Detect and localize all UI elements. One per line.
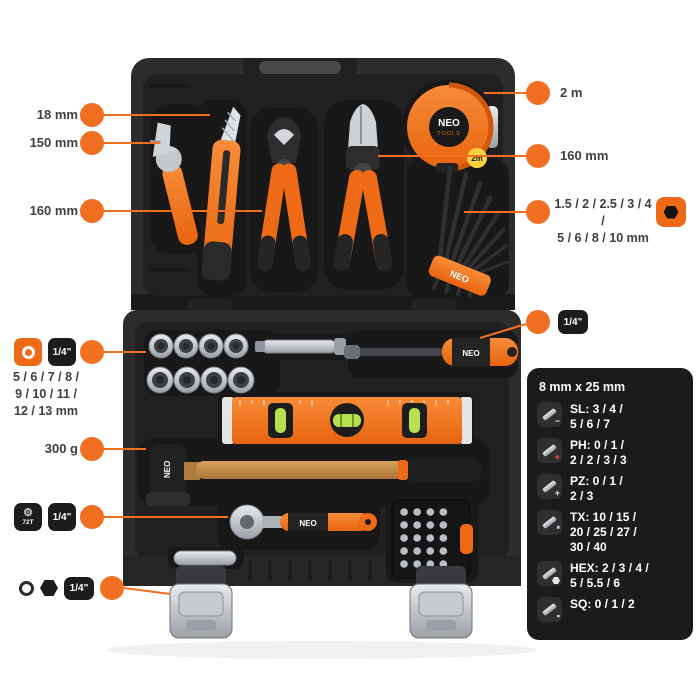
socket-ring-icon: [21, 345, 35, 359]
bits-row-hex: HEX: 2 / 3 / 4 / 5 / 5.5 / 6: [537, 561, 683, 591]
teeth-count-label: 72T: [22, 519, 34, 526]
case-shadow: [107, 641, 537, 659]
ratchet-gear-badge: ⚙ 72T: [14, 503, 42, 531]
tape-length-badge-text: 2m: [471, 154, 483, 163]
hammer-weight-label: 300 g: [44, 441, 78, 456]
gear-icon: ⚙: [23, 507, 33, 519]
bits-row-hex-text: HEX: 2 / 3 / 4 / 5 / 5.5 / 6: [570, 561, 649, 590]
tape-brand-text: NEO: [438, 118, 460, 129]
sockets-drive-label: 1/4": [48, 338, 76, 366]
tx-bit-icon: *: [537, 510, 562, 535]
spirit-level: [222, 397, 472, 444]
socket-drive-icon: [14, 338, 42, 366]
bits-row-sl: − SL: 3 / 4 / 5 / 6 / 7: [537, 402, 683, 432]
callout-dots: [80, 81, 550, 600]
sq-bit-icon: ▪: [537, 597, 562, 622]
hex-profile-icon: [663, 205, 679, 219]
tape-measure: NEO TOOLS 2m: [407, 82, 498, 173]
ratchet: NEO: [229, 504, 377, 540]
hex-key-sizes-label: 1.5 / 2 / 2.5 / 3 / 4 / 5 / 6 / 8 / 10 m…: [554, 197, 652, 245]
bits-row-ph-text: PH: 0 / 1 / 2 / 2 / 3 / 3: [570, 438, 627, 467]
pliers-length-label: 160 mm: [560, 148, 609, 163]
spinner-bar: [173, 550, 237, 566]
callout-lines: [104, 92, 527, 595]
socket-sizes-label: 5 / 6 / 7 / 8 / 9 / 10 / 11 / 12 / 13 mm: [12, 370, 79, 418]
tape-length-label: 2 m: [560, 85, 583, 100]
bit-socket-icon: [19, 581, 34, 596]
bits-spec-panel: 8 mm x 25 mm − SL: 3 / 4 / 5 / 6 / 7 + P…: [527, 368, 693, 640]
bits-size-title: 8 mm x 25 mm: [539, 380, 626, 394]
bits-row-sl-text: SL: 3 / 4 / 5 / 6 / 7: [570, 402, 623, 431]
bits-row-tx-text: TX: 10 / 15 / 20 / 25 / 27 / 30 / 40: [570, 510, 637, 554]
hex-bit-icon: [537, 561, 562, 586]
sl-bit-icon: −: [537, 402, 562, 427]
ph-bit-icon: +: [537, 438, 562, 463]
ratchet-drive-label: 1/4": [48, 503, 76, 531]
tape-length-badge: [467, 148, 487, 168]
screwdriver-brand-text: NEO: [462, 349, 479, 358]
extension-bar: [255, 338, 346, 355]
hammer-brand-text: NEO: [163, 461, 172, 478]
tape-brand-sub-text: TOOLS: [437, 131, 461, 137]
latch-left: [169, 566, 233, 639]
wrench-length-label: 150 mm: [29, 135, 78, 150]
socket-set: [146, 333, 255, 394]
screwdriver: NEO: [344, 338, 518, 366]
pz-bit-icon: +: [537, 474, 562, 499]
bits-row-ph: + PH: 0 / 1 / 2 / 2 / 3 / 3: [537, 438, 683, 468]
bits-row-tx: * TX: 10 / 15 / 20 / 25 / 27 / 30 / 40: [537, 510, 683, 555]
adjustable-wrench: [149, 122, 198, 245]
bits-tray: [391, 499, 473, 579]
knife-width-label: 18 mm: [36, 107, 78, 122]
ratchet-brand-text: NEO: [299, 519, 316, 528]
hex-profile-badge: [656, 197, 686, 227]
latch-right: [409, 566, 473, 639]
diagonal-pliers: [257, 117, 311, 271]
bits-row-pz: + PZ: 0 / 1 / 2 / 3: [537, 474, 683, 504]
bits-row-pz-text: PZ: 0 / 1 / 2 / 3: [570, 474, 623, 503]
combination-pliers: [334, 104, 392, 270]
screwdriver-drive-label: 1/4": [558, 310, 588, 334]
hammer: NEO: [146, 444, 482, 506]
hex-shank-icon: [40, 580, 58, 596]
bits-row-sq: ▪ SQ: 0 / 1 / 2: [537, 597, 683, 622]
cutters-length-label: 160 mm: [29, 203, 78, 218]
bits-row-sq-text: SQ: 0 / 1 / 2: [570, 597, 635, 611]
adapter-drive-label: 1/4": [64, 577, 94, 600]
hex-key-set: NEO: [428, 165, 510, 298]
